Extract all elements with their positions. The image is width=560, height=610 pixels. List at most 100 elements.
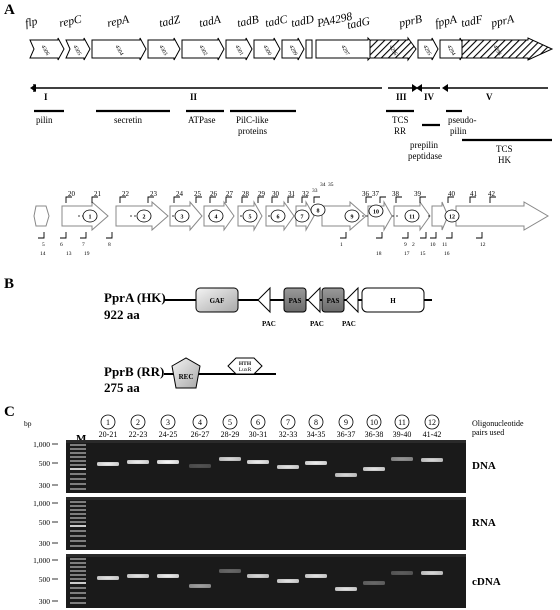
primer-label: 15 [420, 251, 426, 257]
tcs-rr-label: TCS [392, 115, 409, 125]
transcripts [30, 84, 548, 92]
gene-name: repA [106, 13, 131, 29]
gene-name: tadC [264, 13, 289, 29]
svg-text:1: 1 [106, 418, 110, 427]
pas-label: PAS [289, 297, 302, 305]
panel-b-label: B [4, 276, 14, 292]
dna-gel [66, 440, 466, 493]
gel-band [247, 574, 269, 578]
lane-header: 5 28-29 [221, 414, 240, 439]
gel-band [157, 574, 179, 578]
gel-band [189, 584, 211, 588]
lane-header: 936-37 [337, 414, 355, 439]
svg-text:5: 5 [228, 418, 232, 427]
primer-label: 5 [42, 242, 45, 248]
cdna-gel [66, 554, 466, 608]
pac-label: PAC [262, 320, 276, 328]
gels [66, 440, 466, 608]
primer-label: 20 [68, 190, 76, 198]
pa-number: 4297 [340, 44, 351, 57]
primer-label: 26 [210, 190, 218, 198]
primer-label: 2 [412, 242, 415, 248]
gel-names: DNA RNA cDNA [472, 460, 501, 588]
panel-a-label: A [4, 2, 15, 18]
pa-number: 4294 [446, 44, 457, 57]
cdna-tick: 300 [39, 597, 51, 606]
rec-domain [171, 357, 201, 389]
ppra-length: 922 aa [104, 307, 140, 322]
gene-arrow [281, 37, 305, 61]
lane-header: 324-25 [159, 414, 178, 439]
gaf-domain [195, 287, 239, 313]
gene-arrow [91, 37, 147, 61]
rna-tick: 500 [39, 518, 51, 527]
primer-label: 24 [176, 190, 184, 198]
pilc-label: proteins [238, 126, 267, 136]
svg-text:10: 10 [373, 210, 379, 216]
primer-label: 1 [340, 242, 343, 248]
gel-band [305, 574, 327, 578]
pair-marker: 4 [208, 209, 224, 223]
pair-marker: 1 [82, 209, 98, 223]
svg-text:12: 12 [449, 215, 455, 221]
gene-arrow [305, 39, 313, 59]
pair-marker: 11 [404, 209, 420, 223]
transcript-label: V [486, 92, 493, 102]
gene-name: pprB [397, 13, 423, 30]
gel-band [335, 473, 357, 477]
svg-text:9: 9 [351, 215, 354, 221]
svg-text:6: 6 [256, 418, 260, 427]
dna-tick: 300 [39, 481, 51, 490]
transcript-label: III [396, 92, 407, 102]
primer-label: 25 [194, 190, 202, 198]
pair-marker: 5 [242, 209, 258, 223]
gene-name: flp [24, 16, 39, 30]
pa-number: 4304 [114, 44, 125, 57]
tcs-rr-label: RR [394, 126, 406, 136]
gene-arrow [225, 37, 253, 61]
gel-band [363, 467, 385, 471]
primer-label: 28 [242, 190, 250, 198]
pa-number: 4296 [388, 44, 399, 57]
oligo-pair: 24-25 [159, 430, 178, 439]
svg-text:10: 10 [370, 418, 378, 427]
oligo-pair: 32-33 [279, 430, 298, 439]
pa-numbers: 4306 4305 4304 4303 4302 4301 4300 4299 … [40, 44, 503, 57]
rna-gel [66, 497, 466, 550]
oligo-pair: 28-29 [221, 430, 240, 439]
pas-label: PAS [327, 297, 340, 305]
pair-marker: 8 [310, 203, 326, 217]
primer-label: 16 [444, 251, 450, 257]
transcript-label: I [44, 92, 48, 102]
svg-text:7: 7 [286, 418, 290, 427]
svg-text:1: 1 [89, 215, 92, 221]
gene-arrow [417, 37, 439, 61]
primer-map [33, 200, 549, 232]
gene-name: tadA [198, 13, 223, 29]
gel-axis-labels: 1,000 500 300 1,000 500 300 1,000 500 30… [33, 440, 50, 606]
primer-label: 9 [404, 242, 407, 248]
map-gene [33, 205, 50, 227]
primer-label: 40 [448, 190, 456, 198]
primer-arrows [38, 196, 496, 239]
primer-label: 12 [480, 242, 486, 248]
pac-triangle [257, 286, 271, 314]
svg-text:2: 2 [136, 418, 140, 427]
function-bars [34, 109, 552, 142]
gel-band [363, 581, 385, 585]
primer-label: 38 [392, 190, 400, 198]
gene-arrow [253, 37, 281, 61]
tcs-hk-label: HK [498, 155, 511, 165]
marker-ladder [70, 501, 86, 547]
oligo-pair: 39-40 [393, 430, 412, 439]
pas-domain [283, 287, 307, 313]
lane-header: 7 32-33 [279, 414, 298, 439]
gene-names: flp repC repA tadZ tadA tadB tadC tadD P… [24, 11, 516, 32]
bp-label: bp [24, 419, 32, 428]
primer-label: 13 [66, 251, 72, 257]
gel-band [277, 465, 299, 469]
map-gene [321, 200, 367, 232]
gel-band [391, 571, 413, 575]
svg-text:9: 9 [344, 418, 348, 427]
